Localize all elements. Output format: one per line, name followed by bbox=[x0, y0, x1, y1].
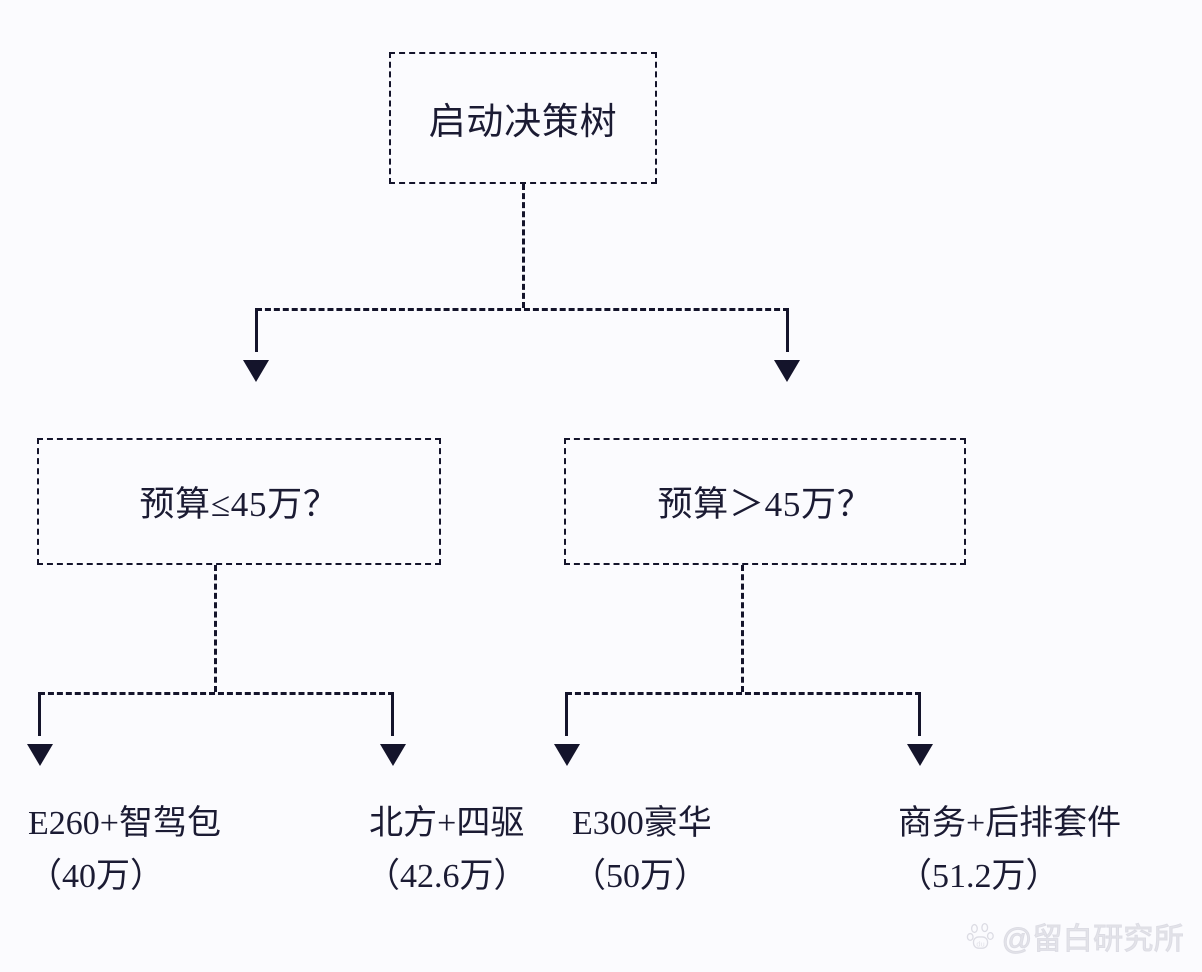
connector-left-down bbox=[214, 565, 217, 692]
leaf-1: E260+智驾包 （40万） bbox=[28, 798, 221, 903]
connector-right-leaf3-elbow bbox=[565, 692, 568, 736]
node-root-label: 启动决策树 bbox=[428, 102, 618, 143]
baidu-paw-icon: du bbox=[966, 921, 996, 951]
svg-text:du: du bbox=[976, 939, 984, 948]
watermark-text: @留白研究所 bbox=[1001, 923, 1184, 957]
arrow-to-leaf-3 bbox=[554, 744, 580, 766]
watermark: du @留白研究所 bbox=[966, 914, 1184, 958]
leaf-2: 北方+四驱 （42.6万） bbox=[366, 798, 528, 903]
connector-level1-left-elbow bbox=[255, 308, 258, 352]
node-decision-budget-gt-45: 预算＞45万？ bbox=[564, 438, 966, 565]
leaf-3-name: E300豪华 bbox=[572, 805, 712, 842]
leaf-4: 商务+后排套件 （51.2万） bbox=[898, 798, 1121, 903]
arrow-to-decision-right bbox=[774, 360, 800, 382]
arrow-to-leaf-1 bbox=[27, 744, 53, 766]
leaf-4-price: （51.2万） bbox=[898, 857, 1060, 895]
leaf-3: E300豪华 （50万） bbox=[572, 798, 712, 903]
connector-right-down bbox=[741, 565, 744, 692]
leaf-4-name: 商务+后排套件 bbox=[898, 805, 1122, 842]
connector-root-down bbox=[522, 184, 525, 308]
node-decision-left-label: 预算≤45万？ bbox=[139, 485, 339, 524]
connector-right-bar bbox=[566, 692, 921, 695]
leaf-1-name: E260+智驾包 bbox=[28, 805, 221, 842]
node-decision-right-label: 预算＞45万？ bbox=[657, 485, 873, 524]
arrow-to-leaf-4 bbox=[907, 744, 933, 766]
leaf-2-name: 北方+四驱 bbox=[369, 805, 525, 842]
connector-left-leaf2-elbow bbox=[391, 692, 394, 736]
node-root: 启动决策树 bbox=[389, 52, 657, 184]
arrow-to-decision-left bbox=[243, 360, 269, 382]
leaf-1-price: （40万） bbox=[28, 857, 164, 895]
connector-left-bar bbox=[39, 692, 394, 695]
connector-left-leaf1-elbow bbox=[38, 692, 41, 736]
leaf-2-price: （42.6万） bbox=[366, 857, 528, 895]
connector-right-leaf4-elbow bbox=[918, 692, 921, 736]
node-decision-budget-lte-45: 预算≤45万？ bbox=[37, 438, 441, 565]
connector-level1-bar bbox=[256, 308, 789, 311]
leaf-3-price: （50万） bbox=[572, 857, 708, 895]
arrow-to-leaf-2 bbox=[380, 744, 406, 766]
connector-level1-right-elbow bbox=[786, 308, 789, 352]
